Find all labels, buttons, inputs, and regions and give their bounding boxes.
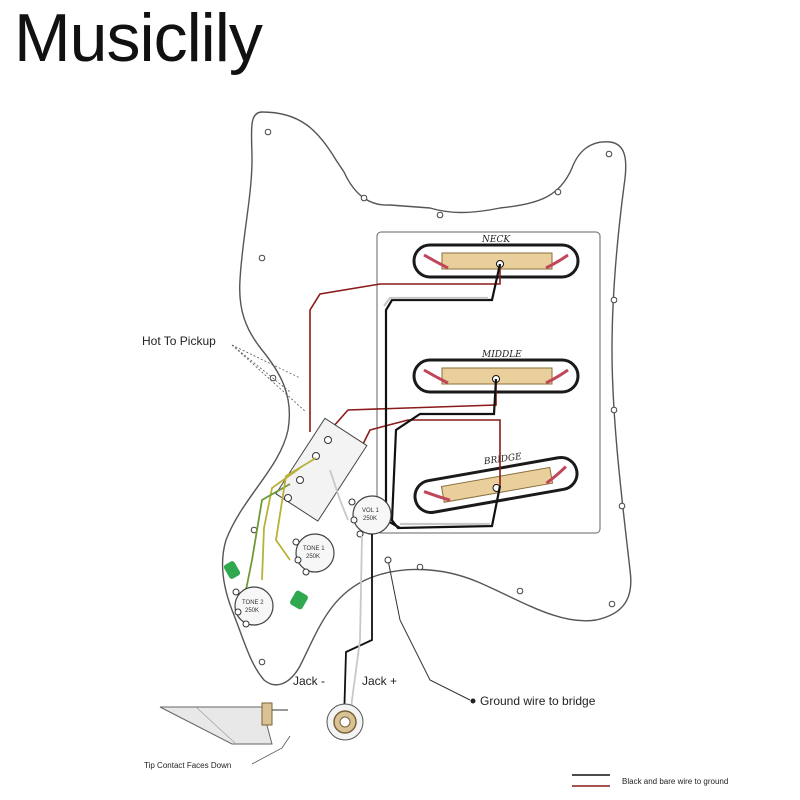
capacitor-2 [290,590,308,610]
pot-tone1-value: 250K [306,554,320,560]
tip-contact-label: Tip Contact Faces Down [144,761,231,770]
pot-tone2-value: 250K [245,608,259,614]
pickup-neck-label: NECK [481,235,511,245]
tip-contact-leader [251,735,291,765]
output-jack-front [326,703,364,741]
ground-wire-label: Ground wire to bridge [480,694,596,708]
pickup-middle [412,358,580,394]
legend-ground-label: Black and bare wire to ground [622,777,728,786]
jack-plus-label: Jack + [362,674,397,688]
capacitor-1 [223,561,241,579]
pot-tone1-label: TONE 1 [303,546,325,552]
pot-volume [348,495,392,538]
hot-to-pickup-label: Hot To Pickup [142,334,216,348]
pot-volume-label: VOL 1 [362,508,379,514]
output-jack-side [159,702,288,745]
ground-wire-dot [470,698,476,704]
pickup-bridge [413,456,579,514]
pot-tone2 [232,586,274,628]
ground-solder-point [384,556,392,564]
screw-holes [250,128,626,666]
pot-tone2-label: TONE 2 [242,600,264,606]
brand-logo: Musiclily [14,0,263,76]
legend [572,774,610,787]
tone-wires [245,457,349,591]
pot-volume-value: 250K [363,516,377,522]
five-way-switch [275,417,368,522]
jack-minus-label: Jack - [293,674,325,688]
hot-to-pickup-leaders [231,344,307,413]
pickup-neck [412,243,580,279]
pot-tone1 [292,533,335,576]
pickup-middle-label: MIDDLE [481,350,522,360]
